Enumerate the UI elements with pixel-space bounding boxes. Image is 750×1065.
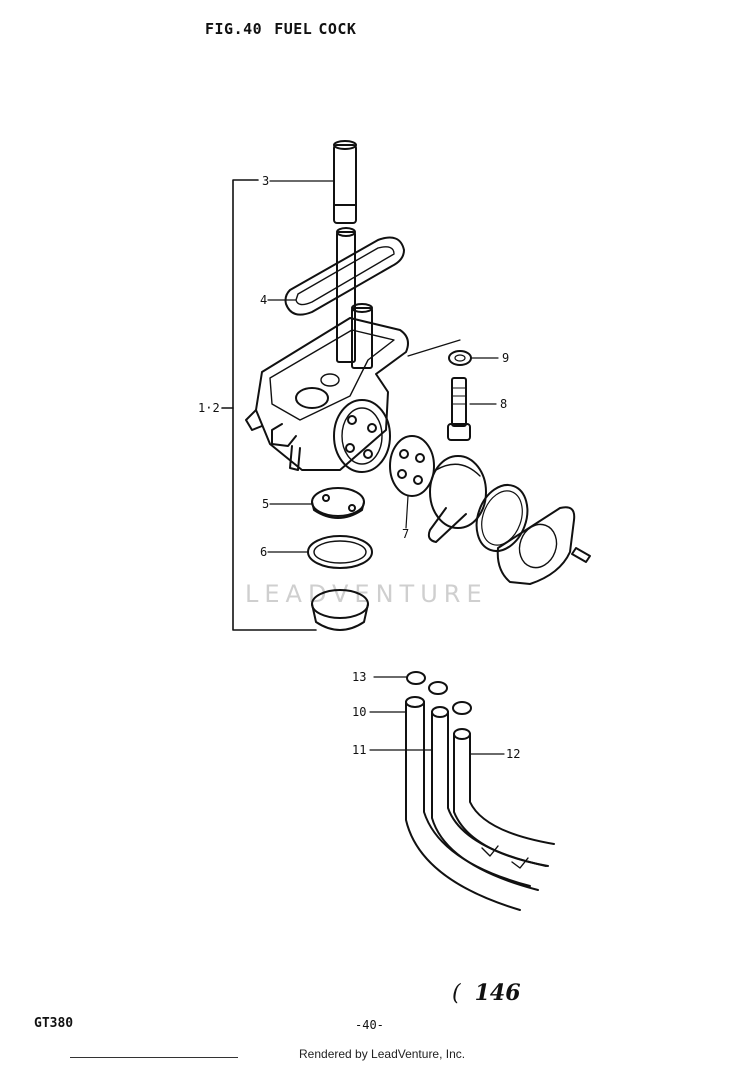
lever[interactable] bbox=[427, 455, 487, 543]
part-12-hose[interactable] bbox=[453, 728, 555, 869]
callout-5[interactable]: 5 bbox=[262, 497, 269, 511]
footer-rule bbox=[70, 1057, 238, 1058]
fuel-cock-body[interactable] bbox=[245, 317, 409, 473]
callout-12[interactable]: 12 bbox=[506, 747, 520, 761]
part-5-element[interactable] bbox=[311, 487, 365, 519]
part-9-washer[interactable] bbox=[448, 350, 472, 366]
callout-10[interactable]: 10 bbox=[352, 705, 366, 719]
callout-6[interactable]: 6 bbox=[260, 545, 267, 559]
callout-3[interactable]: 3 bbox=[262, 174, 269, 188]
figure-name-fuel: FUEL bbox=[274, 20, 313, 38]
part-10-hose[interactable] bbox=[405, 696, 531, 911]
assembly-bracket bbox=[221, 179, 317, 631]
figure-number: FIG.40 bbox=[205, 20, 263, 38]
filter-cup[interactable] bbox=[311, 589, 369, 631]
part-6-o-ring[interactable] bbox=[307, 535, 373, 569]
cover-screw[interactable] bbox=[571, 547, 591, 563]
callout-13[interactable]: 13 bbox=[352, 670, 366, 684]
watermark: LEADVENTURE bbox=[245, 580, 488, 608]
callout-4[interactable]: 4 bbox=[260, 293, 267, 307]
part-4-gasket[interactable] bbox=[284, 236, 405, 316]
page-number: -40- bbox=[355, 1018, 384, 1032]
page-code-number: 146 bbox=[474, 980, 521, 1006]
part-7-seal[interactable] bbox=[389, 435, 435, 497]
part-8-screw[interactable] bbox=[447, 377, 471, 441]
page-code: (146 bbox=[452, 980, 521, 1006]
callout-labels: 1·2 3 4 5 6 7 8 9 10 11 12 13 bbox=[198, 174, 520, 761]
callout-7[interactable]: 7 bbox=[402, 527, 409, 541]
figure-name-cock: COCK bbox=[318, 20, 357, 38]
model-code: GT380 bbox=[34, 1016, 74, 1031]
callout-8[interactable]: 8 bbox=[500, 397, 507, 411]
figure-title: FIG.40 FUEL COCK bbox=[205, 20, 356, 38]
page-code-paren: ( bbox=[452, 981, 461, 1006]
leader-lines bbox=[267, 180, 505, 755]
part-3-pipe[interactable] bbox=[333, 140, 357, 224]
callout-1-2[interactable]: 1·2 bbox=[198, 401, 220, 415]
callout-9[interactable]: 9 bbox=[502, 351, 509, 365]
cover-plate[interactable] bbox=[496, 506, 576, 585]
o-ring[interactable] bbox=[468, 478, 536, 558]
rendered-by-credit: Rendered by LeadVenture, Inc. bbox=[299, 1047, 466, 1061]
part-13-clips[interactable] bbox=[406, 671, 472, 715]
filter-pipe bbox=[336, 227, 373, 369]
callout-11[interactable]: 11 bbox=[352, 743, 366, 757]
